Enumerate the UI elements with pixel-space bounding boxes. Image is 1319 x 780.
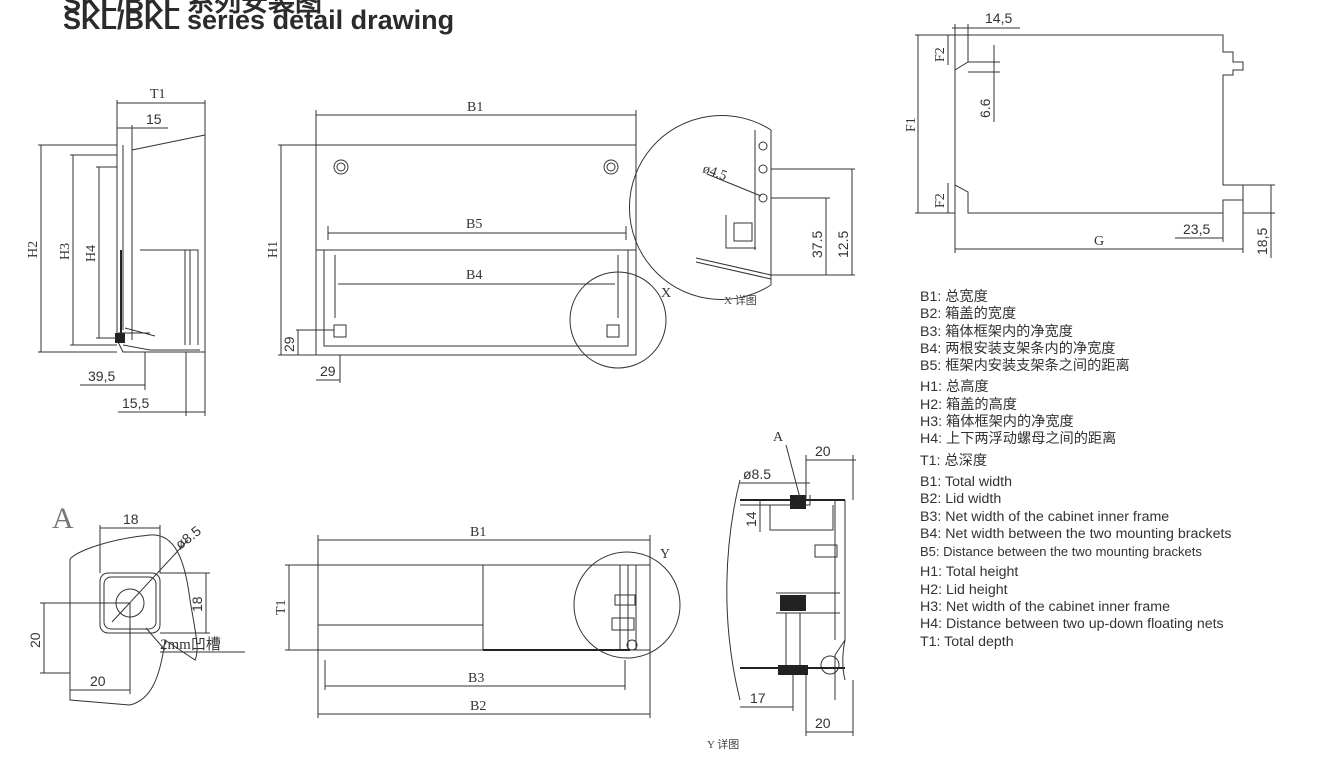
legend-item: T1: Total depth bbox=[920, 633, 1014, 650]
page-title: SKL/BKL series detail drawing bbox=[63, 5, 455, 35]
detail-y-caption: Y 详图 bbox=[707, 737, 739, 751]
dim-23-5: 23,5 bbox=[1183, 221, 1210, 237]
detail-y: A 20 ø8.5 14 17 20 Y 详图 bbox=[707, 430, 856, 751]
dim-b3: B3 bbox=[468, 671, 484, 686]
dim-37-5: 37.5 bbox=[809, 231, 825, 258]
dim-f1: F1 bbox=[904, 117, 919, 132]
dim-dia-8-5-y: ø8.5 bbox=[743, 466, 771, 482]
dim-15-side: 15 bbox=[146, 111, 162, 127]
legend-item: B5: 框架内安装支架条之间的距离 bbox=[920, 358, 1130, 375]
dim-18-top: 18 bbox=[123, 511, 139, 527]
dim-18-side: 18 bbox=[189, 596, 205, 612]
dim-18-5: 18,5 bbox=[1254, 228, 1270, 255]
dim-t1-top: T1 bbox=[274, 599, 289, 615]
page-title-chinese: SKL/BKL 系列安装图 bbox=[63, 0, 323, 17]
dim-20-left: 20 bbox=[27, 632, 43, 648]
legend-item: B5: Distance between the two mounting br… bbox=[920, 544, 1202, 560]
rear-view: 14,5 F1 F2 F2 6.6 G 23,5 18,5 bbox=[904, 10, 1275, 258]
legend-item: B4: 两根安装支架条内的净宽度 bbox=[920, 340, 1116, 357]
dim-h3: H3 bbox=[58, 243, 73, 260]
detail-a: A 18 ø8.5 18 20 20 2mm凹槽 bbox=[27, 502, 245, 706]
legend-item: H3: Net width of the cabinet inner frame bbox=[920, 599, 1170, 616]
dim-b1-front: B1 bbox=[467, 100, 483, 115]
dim-6-6: 6.6 bbox=[977, 98, 993, 118]
legend-item: B2: Lid width bbox=[920, 491, 1002, 508]
dim-f2-bottom: F2 bbox=[933, 193, 948, 208]
legend-item: H2: 箱盖的高度 bbox=[920, 396, 1017, 413]
dim-29-h: 29 bbox=[320, 363, 336, 379]
dim-g: G bbox=[1094, 234, 1104, 249]
dim-29-v: 29 bbox=[281, 336, 297, 352]
dim-h1: H1 bbox=[266, 241, 281, 258]
detail-x-caption: X 详图 bbox=[724, 293, 757, 307]
detail-a-label: A bbox=[52, 502, 74, 535]
legend-item: B3: 箱体框架内的净宽度 bbox=[920, 323, 1073, 340]
dim-dia-4-5: ø4.5 bbox=[701, 162, 729, 184]
dim-h2: H2 bbox=[26, 241, 41, 258]
legend-item: B3: Net width of the cabinet inner frame bbox=[920, 508, 1170, 525]
legend-item: H4: 上下两浮动螺母之间的距离 bbox=[920, 431, 1117, 448]
legend-item: B1: 总宽度 bbox=[920, 289, 988, 305]
groove-label: 2mm凹槽 bbox=[160, 636, 221, 653]
dim-17: 17 bbox=[750, 690, 766, 706]
dim-15-5: 15,5 bbox=[122, 395, 149, 411]
dim-dia-8-5-a: ø8.5 bbox=[172, 522, 204, 552]
legend-item: T1: 总深度 bbox=[920, 452, 988, 469]
top-view: B1 T1 B3 B2 Y bbox=[274, 525, 681, 718]
dim-b5: B5 bbox=[466, 217, 482, 232]
dim-14-5: 14,5 bbox=[985, 10, 1012, 26]
legend-item: H3: 箱体框架内的净宽度 bbox=[920, 414, 1074, 431]
dim-b1-top: B1 bbox=[470, 525, 486, 540]
dim-20-top: 20 bbox=[815, 443, 831, 459]
legend-item: B4: Net width between the two mounting b… bbox=[920, 525, 1232, 542]
side-view: T1 15 H2 H3 H4 39,5 15,5 bbox=[26, 87, 206, 416]
dim-20-bottom-y: 20 bbox=[815, 715, 831, 731]
detail-y-marker: Y bbox=[660, 547, 670, 562]
detail-y-a-label: A bbox=[773, 430, 784, 445]
legend-item: H1: 总高度 bbox=[920, 379, 989, 396]
dim-b2: B2 bbox=[470, 699, 486, 714]
legend-item: H1: Total height bbox=[920, 564, 1019, 581]
dim-b4: B4 bbox=[466, 268, 482, 283]
dim-14: 14 bbox=[743, 511, 759, 527]
dim-12-5: 12.5 bbox=[835, 231, 851, 258]
front-view: B1 B5 B4 H1 29 29 X bbox=[266, 100, 671, 383]
detail-x-marker: X bbox=[661, 286, 671, 301]
legend-item: B1: Total width bbox=[920, 473, 1013, 490]
dim-39-5: 39,5 bbox=[88, 368, 115, 384]
legend-item: H4: Distance between two up-down floatin… bbox=[920, 616, 1224, 633]
dim-h4: H4 bbox=[84, 245, 99, 262]
detail-x: ø4.5 37.5 12.5 X 详图 bbox=[628, 115, 855, 307]
dim-t1-side: T1 bbox=[150, 87, 166, 102]
dim-20-bottom: 20 bbox=[90, 673, 106, 689]
legend-item: B2: 箱盖的宽度 bbox=[920, 306, 1017, 323]
dimension-legend: B1: 总宽度 B2: 箱盖的宽度 B3: 箱体框架内的净宽度 B4: 两根安装… bbox=[920, 289, 1315, 651]
legend-item: H2: Lid height bbox=[920, 581, 1008, 598]
dim-f2-top: F2 bbox=[933, 47, 948, 62]
